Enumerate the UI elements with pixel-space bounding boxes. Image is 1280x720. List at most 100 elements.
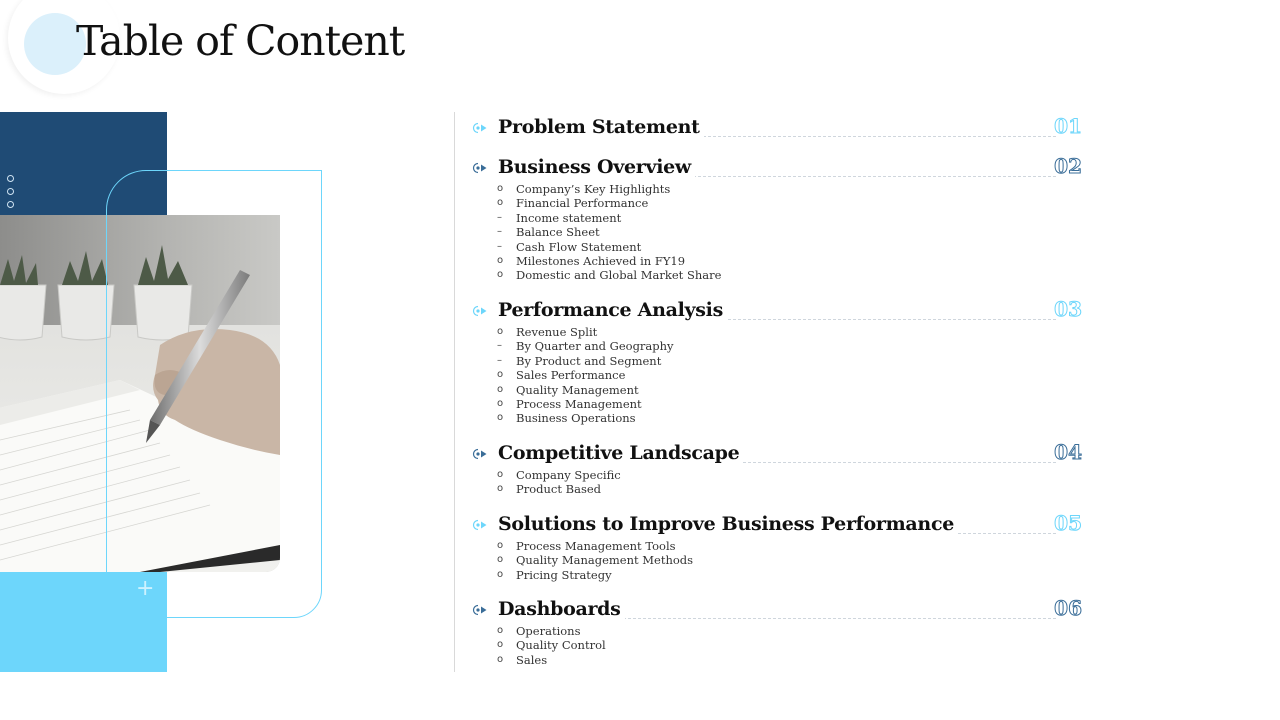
arrow-right-circle-icon [472, 122, 487, 134]
list-item: o Product Based [497, 482, 1090, 496]
list-item: o Process Management Tools [497, 539, 1090, 553]
section-title: Dashboards [498, 598, 625, 620]
list-item-text: Milestones Achieved in FY19 [516, 253, 686, 268]
list-item: o Sales Performance [497, 368, 1090, 382]
list-item-text: Cash Flow Statement [516, 239, 642, 254]
bullet-marker: o [497, 369, 504, 381]
hand-writing-notebook-photo [0, 215, 280, 572]
list-item-text: Balance Sheet [516, 225, 600, 240]
section-title: Competitive Landscape [498, 442, 744, 464]
toc-divider-line [454, 112, 455, 672]
list-item-text: Domestic and Global Market Share [516, 268, 722, 283]
list-item: – Income statement [497, 211, 1090, 225]
list-item: o Business Operations [497, 411, 1090, 425]
toc-section-header: Business Overview 02 [470, 154, 1090, 182]
list-item: o Operations [497, 624, 1090, 638]
bullet-marker: – [497, 240, 502, 252]
bullet-marker: – [497, 354, 502, 366]
list-item: o Company’s Key Highlights [497, 182, 1090, 196]
list-item: – By Product and Segment [497, 354, 1090, 368]
list-item: – Cash Flow Statement [497, 240, 1090, 254]
bullet-marker: o [497, 412, 504, 424]
list-item-text: Business Operations [516, 411, 636, 426]
bullet-marker: o [497, 397, 504, 409]
bullet-marker: o [497, 383, 504, 395]
section-number: 01 [1054, 114, 1083, 139]
list-item-text: Operations [516, 624, 581, 638]
list-item-text: By Product and Segment [516, 353, 662, 368]
dotted-leader-line [498, 136, 1056, 137]
bullet-marker: o [497, 639, 504, 651]
bullet-marker: o [497, 469, 504, 480]
dot [7, 201, 14, 208]
list-item: o Milestones Achieved in FY19 [497, 254, 1090, 268]
list-item-text: By Quarter and Geography [516, 339, 674, 354]
outline-frame-decor [106, 170, 322, 618]
bullet-marker: o [497, 540, 504, 551]
dots-decoration [7, 175, 17, 214]
list-item-text: Quality Management [516, 382, 639, 397]
dot [7, 188, 14, 195]
list-item-text: Process Management Tools [516, 539, 676, 553]
dotted-leader-line [498, 319, 1056, 320]
section-title: Performance Analysis [498, 299, 727, 321]
bullet-marker: – [497, 211, 502, 223]
bullet-marker: o [497, 326, 504, 337]
section-title: Solutions to Improve Business Performanc… [498, 513, 959, 535]
bullet-marker: o [497, 269, 504, 281]
bullet-marker: o [497, 483, 504, 495]
list-item: o Quality Control [497, 638, 1090, 652]
bullet-marker: o [497, 625, 504, 636]
list-item-text: Company’s Key Highlights [516, 182, 671, 196]
toc-section: Business Overview 02 o Company’s Key Highli… [470, 154, 1090, 283]
section-number: 06 [1054, 596, 1083, 621]
bullet-marker: o [497, 568, 504, 580]
list-item-text: Sales Performance [516, 368, 626, 383]
list-item-text: Pricing Strategy [516, 567, 612, 582]
list-item-text: Income statement [516, 210, 622, 225]
bullet-marker: o [497, 653, 504, 665]
arrow-right-circle-icon [472, 604, 487, 616]
list-item-text: Product Based [516, 482, 602, 497]
list-item: – By Quarter and Geography [497, 339, 1090, 353]
bullet-marker: o [497, 254, 504, 266]
dotted-leader-line [498, 462, 1056, 463]
section-title: Business Overview [498, 156, 695, 178]
list-item: o Pricing Strategy [497, 568, 1090, 582]
list-item: – Balance Sheet [497, 225, 1090, 239]
toc-section: Solutions to Improve Business Performanc… [470, 511, 1090, 582]
list-item-text: Quality Management Methods [516, 553, 694, 568]
section-number: 02 [1054, 154, 1083, 179]
dotted-leader-line [498, 618, 1056, 619]
list-item-text: Quality Control [516, 638, 606, 653]
list-item-text: Revenue Split [516, 325, 598, 339]
dotted-leader-line [498, 176, 1056, 177]
title-decor-circle [24, 13, 86, 75]
list-item-text: Financial Performance [516, 196, 649, 211]
bullet-marker: – [497, 226, 502, 238]
list-item: o Financial Performance [497, 196, 1090, 210]
bullet-marker: o [497, 197, 504, 209]
toc-section-header: Solutions to Improve Business Performanc… [470, 511, 1090, 539]
section-number: 04 [1054, 440, 1083, 465]
list-item: o Domestic and Global Market Share [497, 268, 1090, 282]
page-title: Table of Content [76, 17, 405, 65]
dot [7, 175, 14, 182]
arrow-right-circle-icon [472, 448, 487, 460]
bullet-marker: – [497, 340, 502, 352]
bullet-marker: o [497, 183, 504, 194]
section-number: 05 [1054, 511, 1083, 536]
toc-section-header: Competitive Landscape 04 [470, 440, 1090, 468]
toc-section-header: Dashboards 06 [470, 596, 1090, 624]
